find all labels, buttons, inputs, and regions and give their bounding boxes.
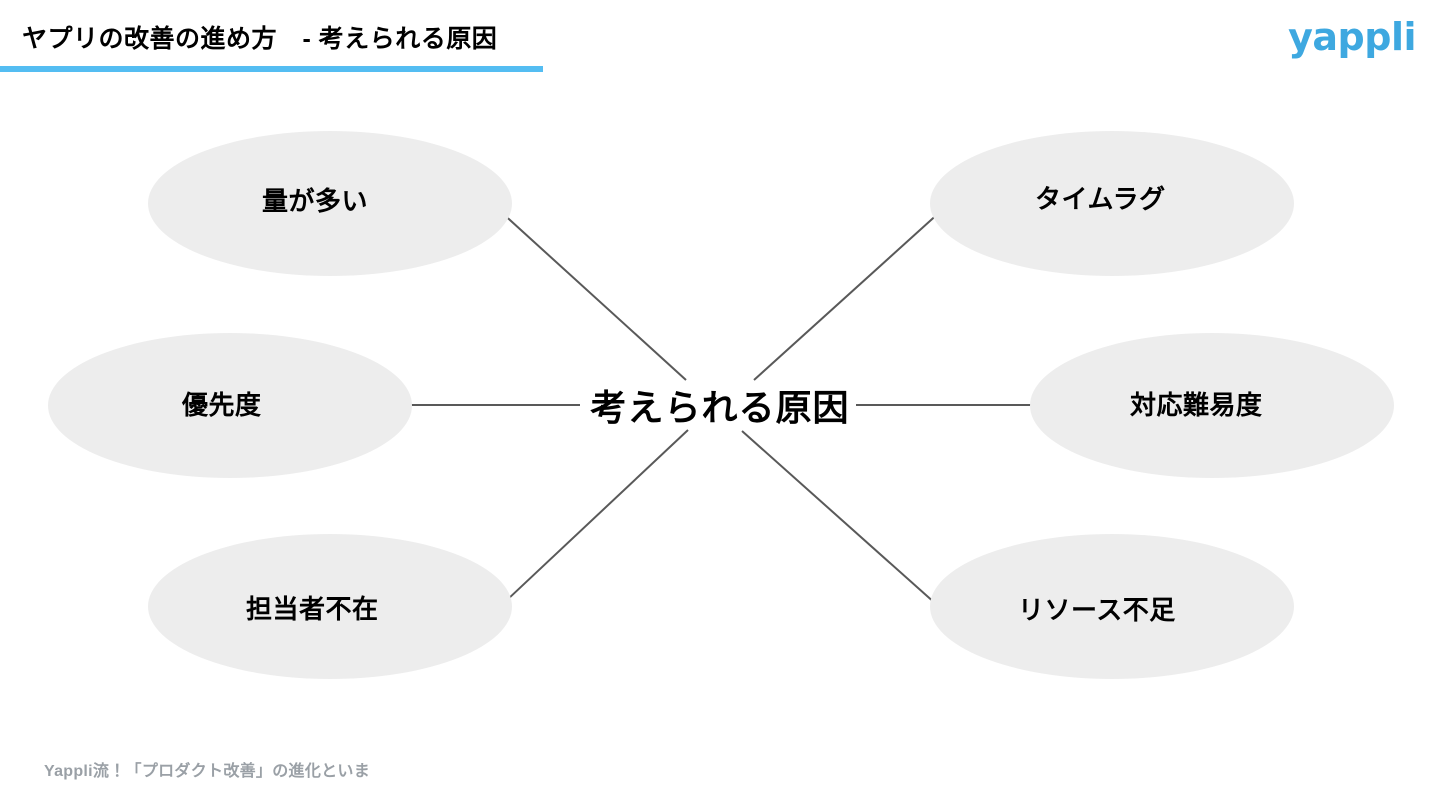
cause-node-middle-right[interactable]: 対応難易度 [1030, 333, 1394, 478]
connector-top-left [499, 210, 687, 381]
cause-node-top-right[interactable]: タイムラグ [930, 131, 1294, 276]
title-underline-bar [0, 66, 543, 72]
cause-node-label: 担当者不在 [246, 593, 379, 624]
cause-node-top-left[interactable]: 量が多い [148, 131, 512, 276]
yappli-logo: yappli [1288, 15, 1416, 59]
connector-bottom-left [506, 429, 689, 601]
diagram-center-node: 考えられる原因 [560, 375, 880, 435]
page-title: ヤプリの改善の進め方 - 考えられる原因 [22, 25, 498, 53]
slide-footer-text: Yappli流！「プロダクト改善」の進化といま [44, 763, 371, 780]
connector-top-right [753, 210, 942, 381]
cause-node-middle-left[interactable]: 優先度 [48, 333, 412, 478]
connector-bottom-right [741, 430, 937, 605]
slide-header: ヤプリの改善の進め方 - 考えられる原因 yappli [0, 0, 1440, 80]
cause-node-label: リソース不足 [1018, 594, 1176, 625]
cause-node-bottom-right[interactable]: リソース不足 [930, 534, 1294, 679]
cause-node-label: 対応難易度 [1130, 390, 1263, 421]
cause-node-label: タイムラグ [1035, 183, 1166, 214]
cause-node-label: 優先度 [182, 390, 262, 421]
cause-node-bottom-left[interactable]: 担当者不在 [148, 534, 512, 679]
diagram-center-label: 考えられる原因 [590, 387, 850, 428]
cause-node-label: 量が多い [262, 185, 369, 216]
